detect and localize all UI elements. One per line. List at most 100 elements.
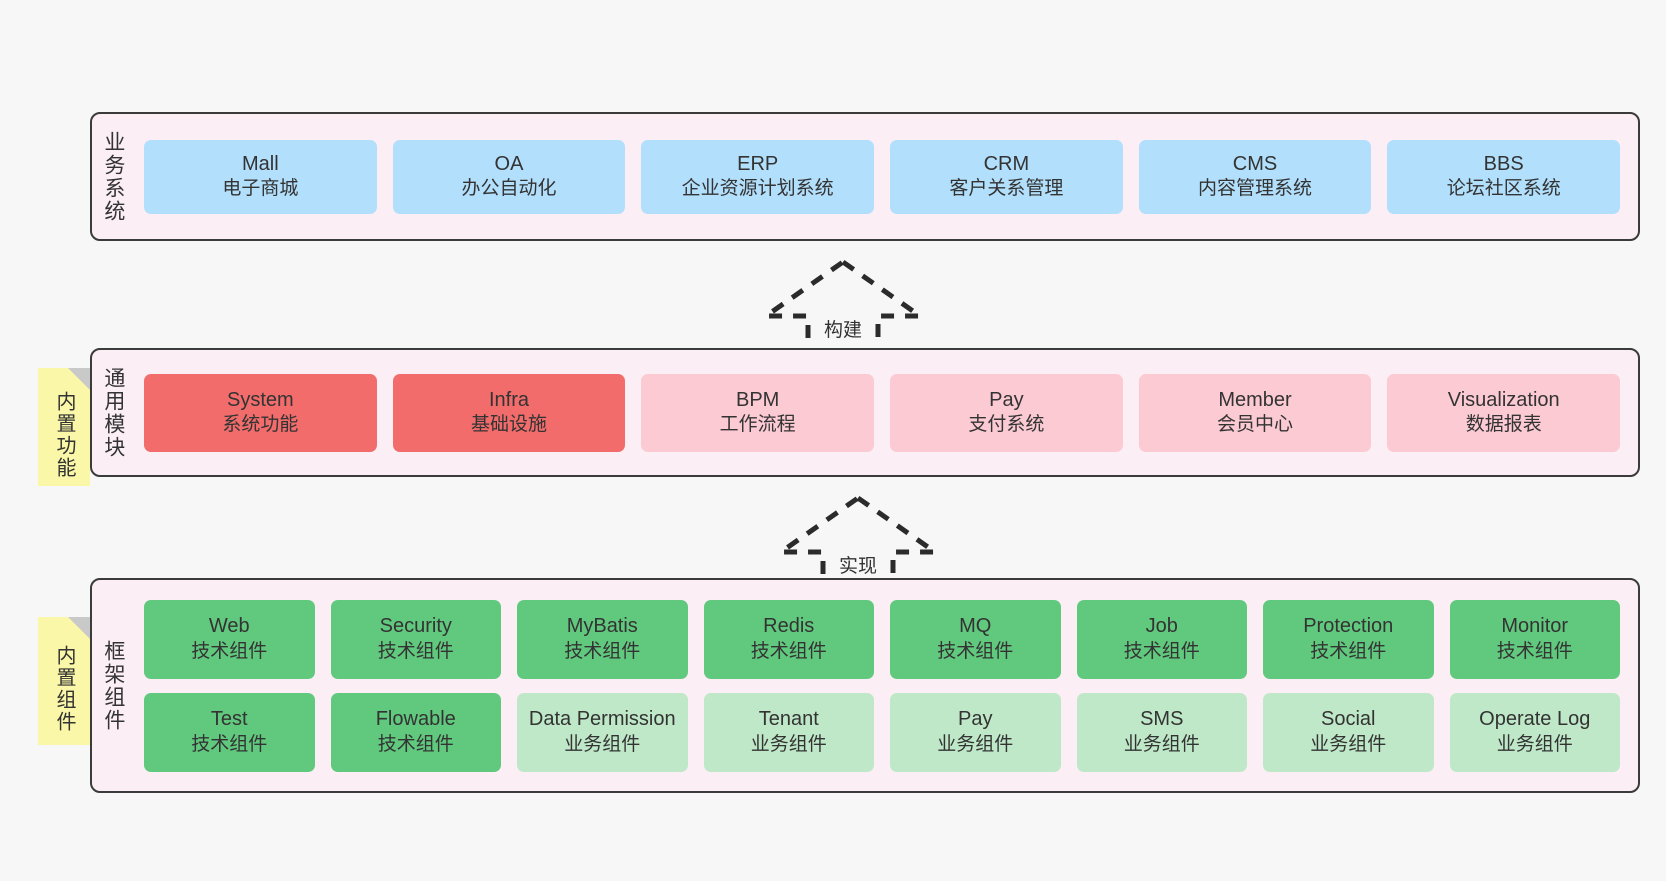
node-subtitle: 数据报表 xyxy=(1465,414,1542,436)
node-member[interactable]: Member 会员中心 xyxy=(1138,373,1372,452)
node-subtitle: 系统功能 xyxy=(222,414,299,436)
node-title: MQ xyxy=(959,615,992,638)
node-title: Member xyxy=(1218,388,1292,411)
node-subtitle: 业务组件 xyxy=(564,733,641,755)
node-subtitle: 电子商城 xyxy=(222,178,299,200)
node-title: BBS xyxy=(1483,152,1524,175)
node-title: Tenant xyxy=(758,708,819,731)
node-subtitle: 业务组件 xyxy=(750,733,827,755)
node-subtitle: 技术组件 xyxy=(1123,640,1200,662)
node-subtitle: 技术组件 xyxy=(1496,640,1573,662)
node-social[interactable]: Social 业务组件 xyxy=(1263,692,1434,772)
business-node-row: Mall 电子商城 OA 办公自动化 ERP 企业资源计划系统 CRM 客户关系… xyxy=(144,139,1621,214)
node-title: Flowable xyxy=(375,708,456,731)
common-node-row: System 系统功能 Infra 基础设施 BPM 工作流程 Pay 支付系统… xyxy=(144,373,1621,452)
node-subtitle: 技术组件 xyxy=(377,733,454,755)
node-title: Web xyxy=(208,615,250,638)
node-title: Job xyxy=(1145,615,1178,638)
node-subtitle: 技术组件 xyxy=(377,640,454,662)
node-visualization[interactable]: Visualization 数据报表 xyxy=(1387,373,1621,452)
node-system[interactable]: System 系统功能 xyxy=(144,373,377,452)
node-subtitle: 业务组件 xyxy=(937,733,1014,755)
node-protection[interactable]: Protection 技术组件 xyxy=(1263,599,1434,679)
node-title: OA xyxy=(494,152,524,175)
node-pay-component[interactable]: Pay 业务组件 xyxy=(890,692,1061,772)
node-cms[interactable]: CMS 内容管理系统 xyxy=(1138,139,1372,214)
framework-node-row-2: Test 技术组件 Flowable 技术组件 Data Permission … xyxy=(144,692,1620,772)
node-subtitle: 客户关系管理 xyxy=(949,178,1064,200)
node-crm[interactable]: CRM 客户关系管理 xyxy=(890,139,1123,214)
node-title: Monitor xyxy=(1501,615,1569,638)
node-title: Security xyxy=(379,615,452,638)
node-subtitle: 业务组件 xyxy=(1496,733,1573,755)
node-erp[interactable]: ERP 企业资源计划系统 xyxy=(641,139,875,214)
node-security[interactable]: Security 技术组件 xyxy=(330,599,501,679)
node-operate-log[interactable]: Operate Log 业务组件 xyxy=(1449,692,1620,772)
node-subtitle: 企业资源计划系统 xyxy=(681,178,834,200)
node-monitor[interactable]: Monitor 技术组件 xyxy=(1449,599,1620,679)
node-mall[interactable]: Mall 电子商城 xyxy=(144,139,377,214)
node-redis[interactable]: Redis 技术组件 xyxy=(703,599,874,679)
sticky-note-builtin-components: 内置组件 xyxy=(38,617,90,745)
node-pay-module[interactable]: Pay 支付系统 xyxy=(890,373,1123,452)
node-subtitle: 技术组件 xyxy=(750,640,827,662)
layer-common-modules: 通用模块 System 系统功能 Infra 基础设施 BPM 工作流程 Pay… xyxy=(90,348,1640,477)
layer-common-body: System 系统功能 Infra 基础设施 BPM 工作流程 Pay 支付系统… xyxy=(134,350,1638,475)
node-subtitle: 办公自动化 xyxy=(461,178,557,200)
node-subtitle: 支付系统 xyxy=(968,414,1045,436)
node-subtitle: 技术组件 xyxy=(564,640,641,662)
node-title: Redis xyxy=(763,615,815,638)
node-tenant[interactable]: Tenant 业务组件 xyxy=(703,692,874,772)
layer-framework-components: 框架组件 Web 技术组件 Security 技术组件 MyBatis 技术组件… xyxy=(90,578,1640,793)
node-subtitle: 会员中心 xyxy=(1217,414,1294,436)
node-oa[interactable]: OA 办公自动化 xyxy=(392,139,626,214)
node-infra[interactable]: Infra 基础设施 xyxy=(392,373,626,452)
node-mq[interactable]: MQ 技术组件 xyxy=(890,599,1061,679)
node-title: CRM xyxy=(983,152,1030,175)
node-title: ERP xyxy=(737,152,779,175)
node-title: Pay xyxy=(989,388,1024,411)
node-title: BPM xyxy=(736,388,780,411)
layer-business-body: Mall 电子商城 OA 办公自动化 ERP 企业资源计划系统 CRM 客户关系… xyxy=(134,114,1638,239)
node-subtitle: 技术组件 xyxy=(191,733,268,755)
node-subtitle: 业务组件 xyxy=(1123,733,1200,755)
framework-node-row-1: Web 技术组件 Security 技术组件 MyBatis 技术组件 Redi… xyxy=(144,599,1620,679)
node-bbs[interactable]: BBS 论坛社区系统 xyxy=(1387,139,1621,214)
node-title: SMS xyxy=(1140,708,1184,731)
node-mybatis[interactable]: MyBatis 技术组件 xyxy=(517,599,688,679)
node-sms[interactable]: SMS 业务组件 xyxy=(1076,692,1247,772)
node-bpm[interactable]: BPM 工作流程 xyxy=(641,373,875,452)
sticky-note-builtin-functions: 内置功能 xyxy=(38,368,90,486)
node-subtitle: 业务组件 xyxy=(1310,733,1387,755)
node-title: Mall xyxy=(242,152,279,175)
node-title: Test xyxy=(210,708,248,731)
node-subtitle: 技术组件 xyxy=(937,640,1014,662)
node-web[interactable]: Web 技术组件 xyxy=(144,599,315,679)
layer-common-title: 通用模块 xyxy=(101,366,125,459)
node-test[interactable]: Test 技术组件 xyxy=(144,692,315,772)
node-subtitle: 技术组件 xyxy=(191,640,268,662)
connector-build-arrow: 构建 xyxy=(758,256,928,359)
node-title: System xyxy=(226,388,294,411)
node-title: Pay xyxy=(958,708,993,731)
node-title: Data Permission xyxy=(528,708,676,731)
layer-business-title: 业务系统 xyxy=(101,130,125,223)
node-title: Infra xyxy=(488,388,530,411)
node-subtitle: 基础设施 xyxy=(471,414,548,436)
layer-framework-body: Web 技术组件 Security 技术组件 MyBatis 技术组件 Redi… xyxy=(134,580,1638,791)
node-subtitle: 论坛社区系统 xyxy=(1446,178,1561,200)
node-title: Social xyxy=(1321,708,1376,731)
sticky-note-label: 内置功能 xyxy=(53,391,75,479)
node-subtitle: 技术组件 xyxy=(1310,640,1387,662)
sticky-note-label: 内置组件 xyxy=(53,645,75,733)
node-job[interactable]: Job 技术组件 xyxy=(1076,599,1247,679)
sticky-fold-corner-icon xyxy=(68,368,90,390)
node-subtitle: 内容管理系统 xyxy=(1198,178,1313,200)
node-title: Visualization xyxy=(1447,388,1560,411)
node-flowable[interactable]: Flowable 技术组件 xyxy=(330,692,501,772)
node-data-permission[interactable]: Data Permission 业务组件 xyxy=(517,692,688,772)
node-title: CMS xyxy=(1232,152,1278,175)
node-title: Operate Log xyxy=(1479,708,1591,731)
node-title: Protection xyxy=(1303,615,1394,638)
